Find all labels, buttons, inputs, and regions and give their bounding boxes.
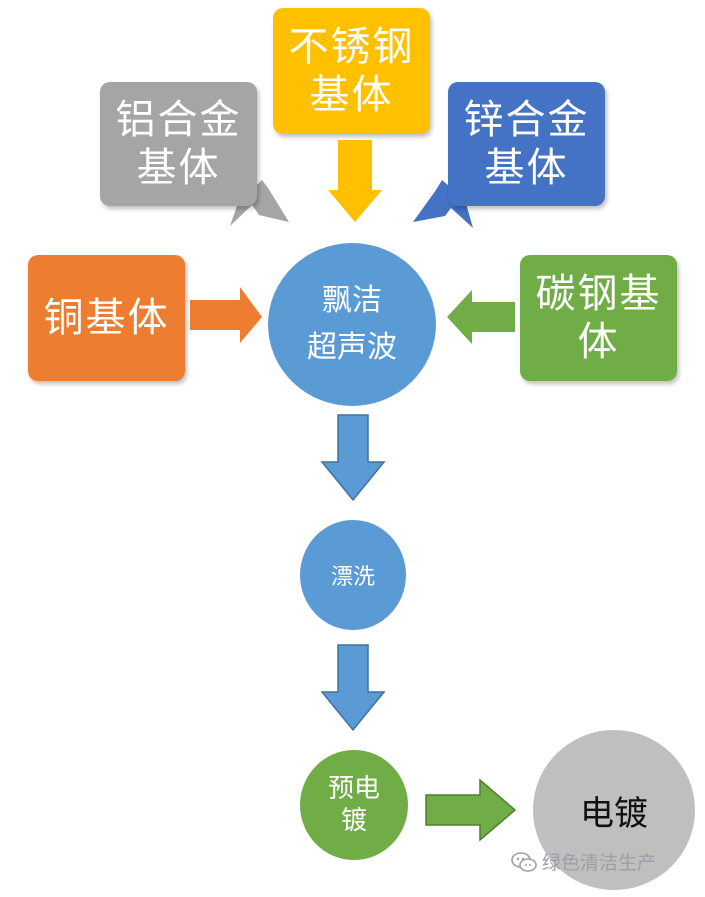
arrow-stainless-to-ultrasonic [328,140,382,222]
arrow-aluminum-to-ultrasonic [230,180,289,226]
substrate-zinc-alloy: 锌合金 基体 [448,82,605,206]
carbon-line2: 体 [577,319,620,365]
arrow-preplating-to-plating [425,778,517,842]
substrate-carbon-steel: 碳钢基 体 [520,255,677,381]
arrow-ultrasonic-to-rinse [320,414,386,502]
arrow-copper-to-ultrasonic [190,287,262,343]
substrate-copper: 铜基体 [28,255,185,381]
process-electroplating: 电镀 [533,730,695,890]
zinc-line2: 基体 [484,145,569,191]
zinc-line1: 锌合金 [463,97,590,143]
process-ultrasonic-cleaning: 飘洁 超声波 [268,243,436,406]
preplating-line2: 镀 [340,806,367,836]
wechat-icon [511,851,537,872]
watermark-text: 绿色清洁生产 [542,852,657,874]
ultrasonic-line1: 飘洁 [322,283,382,318]
arrow-zinc-to-ultrasonic [413,180,473,228]
arrow-rinse-to-preplating [320,644,386,732]
substrate-stainless-steel: 不锈钢 基体 [273,8,430,134]
ultrasonic-line2: 超声波 [307,329,397,365]
preplating-line1: 预电 [327,773,380,804]
rinse-label: 漂洗 [330,565,375,590]
substrate-aluminum-alloy: 铝合金 基体 [100,82,257,206]
stainless-line2: 基体 [309,72,394,118]
aluminum-line2: 基体 [136,145,221,191]
carbon-line1: 碳钢基 [535,271,662,317]
watermark: 绿色清洁生产 [510,848,656,875]
aluminum-line1: 铝合金 [115,97,242,143]
process-rinse: 漂洗 [300,520,406,630]
plating-label: 电镀 [580,793,648,834]
stainless-line1: 不锈钢 [288,24,415,70]
arrow-carbon-to-ultrasonic [447,290,515,344]
process-pre-plating: 预电 镀 [300,750,408,860]
copper-label: 铜基体 [43,295,170,341]
